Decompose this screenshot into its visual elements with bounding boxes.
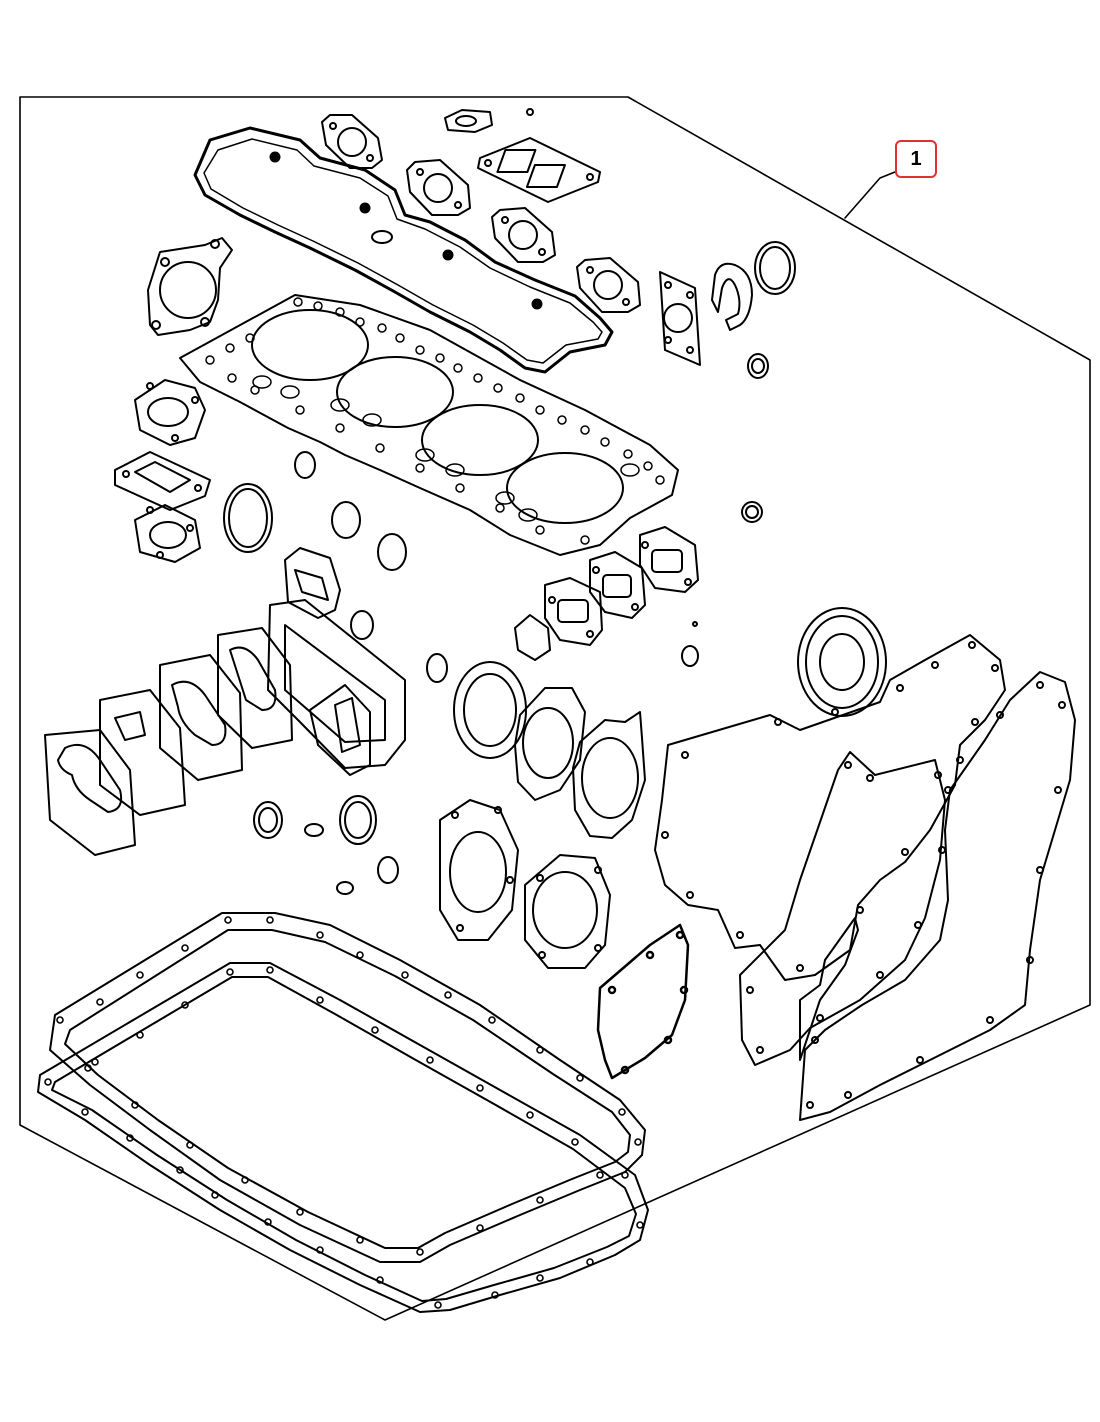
o-rings <box>224 452 698 894</box>
oil-cooler-gaskets <box>45 600 405 855</box>
water-pump-gasket <box>148 238 232 335</box>
intake-flange-gaskets <box>285 527 698 660</box>
round-seals-right <box>660 242 795 522</box>
callout-leader <box>845 172 895 218</box>
item-callout-1[interactable]: 1 <box>895 140 937 178</box>
cylinder-head-gasket <box>180 295 678 555</box>
pump-flange-gaskets <box>440 800 610 968</box>
exhaust-manifold-gasket <box>478 138 600 202</box>
timing-cover-gasket <box>598 925 688 1078</box>
oil-pan-gasket-upper <box>50 913 645 1262</box>
valve-cover-gasket <box>195 128 612 372</box>
thermostat-housing-gaskets <box>115 380 210 562</box>
oil-pan-gasket-lower <box>38 963 648 1312</box>
flywheel-housing-gaskets <box>655 635 1075 1120</box>
exhaust-flange-gaskets <box>322 109 640 312</box>
kit-boundary <box>20 97 1090 1320</box>
